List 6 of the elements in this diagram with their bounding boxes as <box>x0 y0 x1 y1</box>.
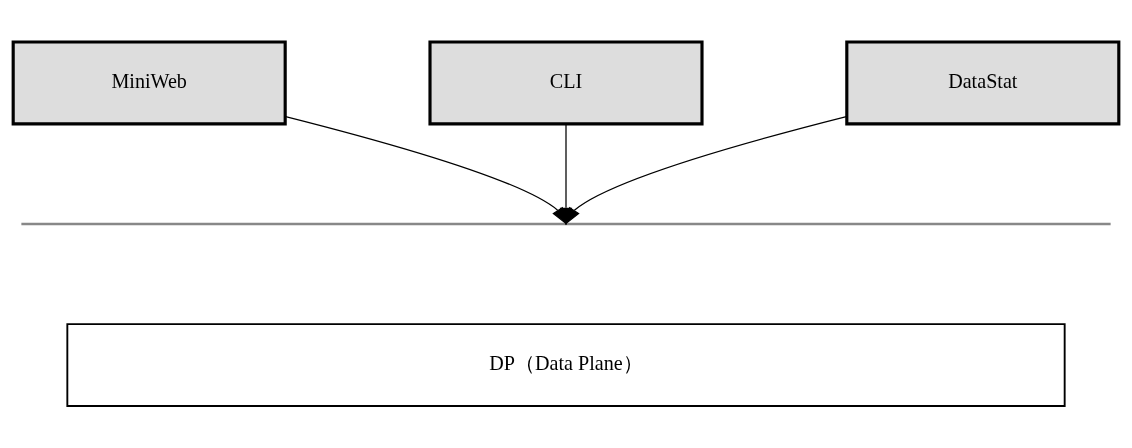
node-box: MiniWeb <box>11 40 287 126</box>
node-line <box>21 222 1111 226</box>
node-box: CLI <box>428 40 704 126</box>
node-box: DataStat <box>845 40 1121 126</box>
arrow <box>564 115 847 225</box>
node-box: DP（Data Plane） <box>66 323 1066 407</box>
